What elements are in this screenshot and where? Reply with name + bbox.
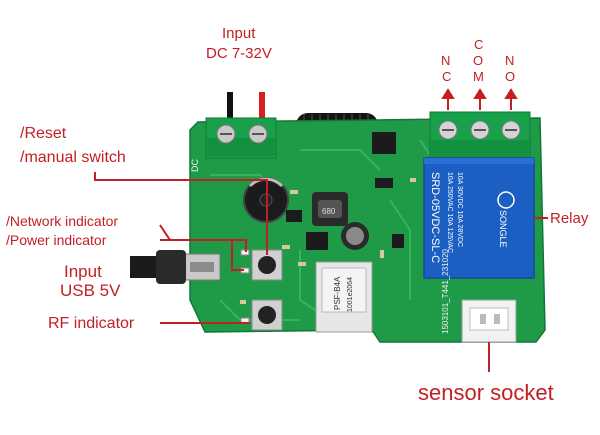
relay-logo-icon xyxy=(497,191,515,209)
nc-label-2: C xyxy=(442,69,452,84)
capacitor-small xyxy=(341,222,369,250)
no-label-2: O xyxy=(505,69,516,84)
pcb-inductor-label: 680 xyxy=(322,207,336,216)
pcb-dc-silk: DC xyxy=(190,159,200,172)
nc-label-1: N xyxy=(441,53,451,68)
input-dc-label-line1: Input xyxy=(222,25,256,42)
ic-chip xyxy=(375,178,393,188)
ic-chip xyxy=(392,234,404,248)
relay-label: Relay xyxy=(550,210,589,227)
rf-indicator-label: RF indicator xyxy=(48,315,135,332)
ic-chip xyxy=(286,210,302,222)
input-usb-label-line2: USB 5V xyxy=(60,281,121,300)
relay-brand: SONGLE xyxy=(498,210,508,248)
dc-terminal xyxy=(205,117,277,159)
com-label-3: M xyxy=(473,69,484,84)
input-dc-label-line2: DC 7-32V xyxy=(206,45,272,62)
relay-model: SRD-05VDC-SL-C xyxy=(429,172,441,263)
relay-rating-1: 10A 250VAC 10A 125VAC xyxy=(446,172,453,253)
relay-rating-2: 10A 30VDC 10A 28VDC xyxy=(456,172,463,247)
input-usb-label-line1: Input xyxy=(64,262,102,281)
sensor-socket-label: sensor socket xyxy=(418,380,554,405)
usb-cable xyxy=(130,250,186,284)
power-indicator-label: /Power indicator xyxy=(6,232,107,248)
com-label-1: C xyxy=(474,37,484,52)
leader-power xyxy=(160,239,244,271)
reset-button xyxy=(251,249,283,281)
sensor-socket xyxy=(461,299,517,343)
rf-button xyxy=(251,299,283,331)
leader-lines xyxy=(94,172,548,372)
usb-port xyxy=(183,253,221,281)
com-label-2: O xyxy=(473,53,484,68)
wifi-module xyxy=(315,261,373,333)
inductor xyxy=(312,192,348,226)
leader-reset xyxy=(94,172,268,255)
relay-terminal xyxy=(429,111,531,163)
pcb-module-code: 1001e2064 xyxy=(347,277,354,312)
smd-parts xyxy=(240,178,416,304)
ic-chip xyxy=(372,132,396,154)
pcb-board-code: 1503101_T441_231020 xyxy=(441,248,450,334)
pcb-module-model: PSF-B4A xyxy=(333,276,342,310)
ic-chip xyxy=(306,232,328,250)
terminal-arrows xyxy=(441,88,518,110)
reset-label-line1: /Reset xyxy=(20,125,67,142)
reset-label-line2: /manual switch xyxy=(20,149,126,166)
network-indicator-label: /Network indicator xyxy=(6,213,119,229)
no-label-1: N xyxy=(505,53,515,68)
